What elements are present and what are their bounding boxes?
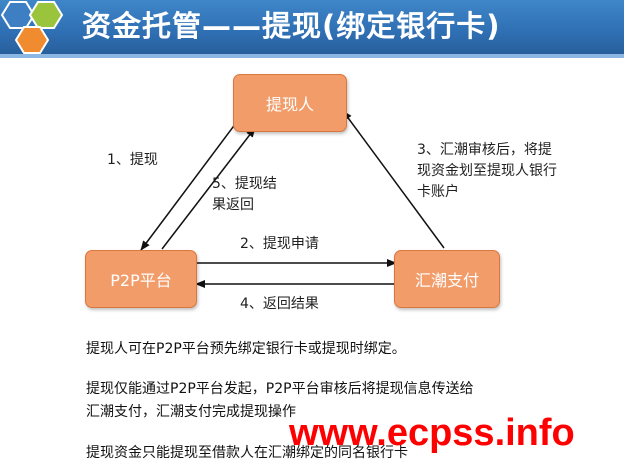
label-step3: 3、汇潮审核后，将提 现资金划至提现人银行 卡账户: [417, 140, 557, 203]
node-huichao-pay: 汇潮支付: [394, 250, 500, 308]
label-step3-line2: 现资金划至提现人银行: [417, 163, 557, 179]
label-step1: 1、提现: [107, 152, 158, 168]
page-title: 资金托管——提现(绑定银行卡): [82, 9, 501, 43]
arrow-withdraw-request: [140, 118, 240, 251]
orange-hexagon: [14, 26, 50, 54]
note-binding: 提现人可在P2P平台预先绑定银行卡或提现时绑定。: [86, 341, 406, 357]
note-destination: 提现资金只能提现至借款人在汇潮绑定的同名银行卡: [86, 445, 408, 461]
hexagon-logo: [0, 1, 64, 54]
title-bar-underline: [0, 54, 624, 58]
arrow-transfer: [342, 110, 445, 249]
arrow-withdraw-result: [161, 127, 256, 250]
green-hexagon: [28, 1, 64, 29]
label-step5-line2: 果返回: [212, 197, 254, 213]
label-step3-line1: 3、汇潮审核后，将提: [417, 142, 552, 158]
node-p2p-platform: P2P平台: [85, 250, 197, 308]
label-step3-line3: 卡账户: [417, 184, 459, 200]
note-initiation: 提现仅能通过P2P平台发起，P2P平台审核后将提现信息传送给 汇潮支付，汇潮支付…: [86, 378, 474, 424]
label-step4: 4、返回结果: [240, 296, 319, 312]
note-initiation-line1: 提现仅能通过P2P平台发起，P2P平台审核后将提现信息传送给: [86, 381, 474, 397]
label-step5: 5、提现结 果返回: [212, 174, 277, 216]
label-step2: 2、提现申请: [240, 236, 319, 252]
note-initiation-line2: 汇潮支付，汇潮支付完成提现操作: [86, 404, 296, 420]
title-bar: [0, 0, 624, 54]
node-withdrawer: 提现人: [233, 74, 347, 132]
label-step5-line1: 5、提现结: [212, 176, 277, 192]
watermark: www.ecpss.info: [289, 412, 575, 454]
